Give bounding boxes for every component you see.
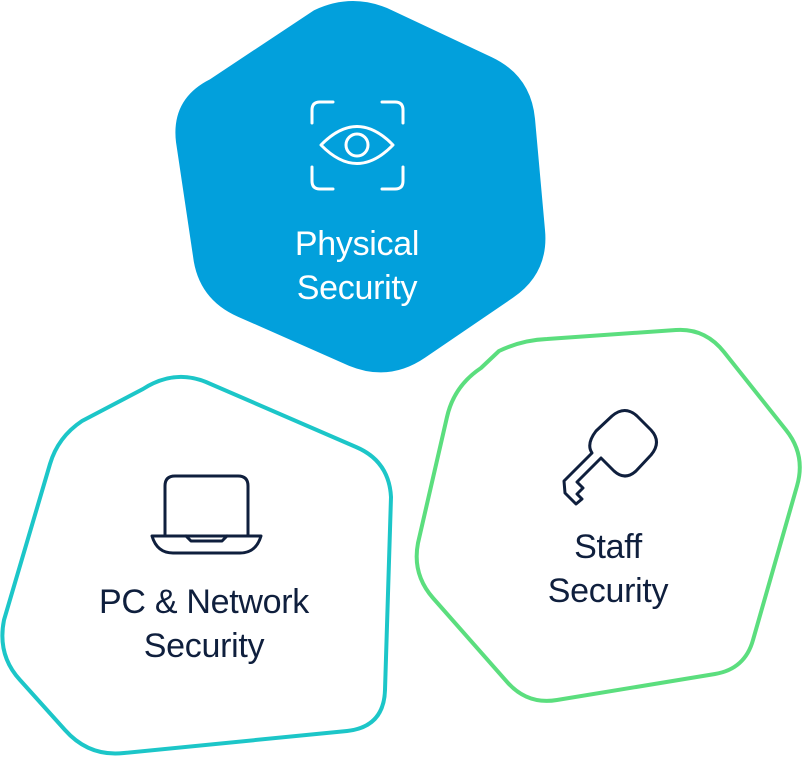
- physical-security-label: Physical Security: [207, 222, 507, 310]
- pc-network-security-label: PC & Network Security: [34, 580, 374, 668]
- staff-security-hexagon: [414, 327, 802, 703]
- physical-security-label-line1: Physical: [294, 225, 420, 263]
- staff-security-label-line2: Security: [547, 572, 669, 610]
- key-icon: [562, 409, 658, 506]
- pc-network-security-label-line1: PC & Network: [99, 583, 309, 621]
- laptop-icon: [150, 474, 263, 555]
- physical-security-label-line2: Security: [296, 269, 418, 307]
- eye-scan-icon: [310, 100, 405, 191]
- pc-network-security-hexagon: [0, 374, 393, 756]
- staff-security-label-line1: Staff: [574, 528, 642, 566]
- physical-security-hexagon: [175, 1, 546, 373]
- staff-security-label: Staff Security: [468, 525, 748, 613]
- pc-network-security-label-line2: Security: [143, 627, 265, 665]
